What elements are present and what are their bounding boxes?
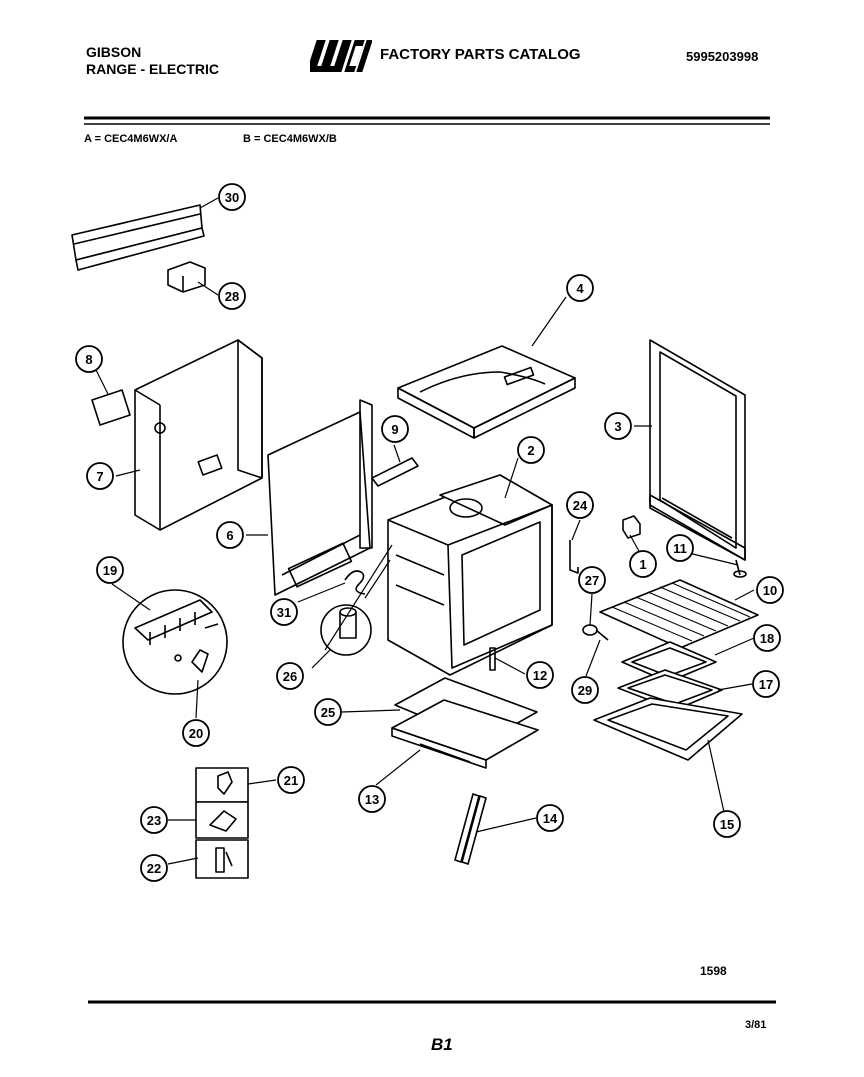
svg-text:29: 29 bbox=[578, 683, 592, 698]
svg-text:10: 10 bbox=[763, 583, 777, 598]
callout-27: 27 bbox=[578, 566, 606, 594]
svg-text:28: 28 bbox=[225, 289, 239, 304]
svg-text:7: 7 bbox=[96, 469, 103, 484]
svg-text:31: 31 bbox=[277, 605, 291, 620]
part-back-trim bbox=[71, 204, 205, 271]
part-cooktop bbox=[397, 345, 576, 439]
part-oven-rack bbox=[599, 579, 759, 649]
svg-text:15: 15 bbox=[720, 817, 734, 832]
callout-22: 22 bbox=[140, 854, 168, 882]
callout-26: 26 bbox=[276, 662, 304, 690]
callout-19: 19 bbox=[96, 556, 124, 584]
catalog-title: FACTORY PARTS CATALOG bbox=[380, 46, 581, 63]
part-box-23 bbox=[195, 801, 249, 839]
svg-text:4: 4 bbox=[576, 281, 584, 296]
callout-8: 8 bbox=[75, 345, 103, 373]
callout-10: 10 bbox=[756, 576, 784, 604]
part-drawer-liner bbox=[593, 697, 743, 761]
part-box-21 bbox=[195, 767, 249, 803]
svg-text:1: 1 bbox=[639, 557, 646, 572]
part-screw bbox=[733, 559, 747, 578]
callout-29: 29 bbox=[571, 676, 599, 704]
header-rules bbox=[84, 116, 770, 125]
callout-1: 1 bbox=[629, 550, 657, 578]
svg-text:24: 24 bbox=[573, 498, 588, 513]
callout-23: 23 bbox=[140, 806, 168, 834]
callout-6: 6 bbox=[216, 521, 244, 549]
callout-3: 3 bbox=[604, 412, 632, 440]
svg-text:17: 17 bbox=[759, 677, 773, 692]
callout-28: 28 bbox=[218, 282, 246, 310]
callout-7: 7 bbox=[86, 462, 114, 490]
callout-18: 18 bbox=[753, 624, 781, 652]
callouts: 30 28 8 7 6 9 4 2 3 24 1 11 10 27 18 17 … bbox=[75, 183, 784, 882]
callout-13: 13 bbox=[358, 785, 386, 813]
callout-25: 25 bbox=[314, 698, 342, 726]
wci-logo bbox=[310, 40, 372, 72]
part-hinge bbox=[454, 793, 487, 865]
svg-text:9: 9 bbox=[391, 422, 398, 437]
leader-lines bbox=[91, 197, 755, 865]
model-b-label: B = CEC4M6WX/B bbox=[243, 133, 337, 145]
svg-text:21: 21 bbox=[284, 773, 298, 788]
part-hinge-clip bbox=[569, 540, 579, 574]
callout-24: 24 bbox=[566, 491, 594, 519]
svg-text:27: 27 bbox=[585, 573, 599, 588]
part-oven-body bbox=[387, 474, 553, 676]
part-door-hardware bbox=[582, 624, 609, 641]
svg-text:2: 2 bbox=[527, 443, 534, 458]
catalog-part-number: 5995203998 bbox=[686, 49, 759, 64]
part-latch bbox=[622, 515, 641, 539]
callout-9: 9 bbox=[381, 415, 409, 443]
part-bracket bbox=[167, 261, 206, 293]
figure-code: 1598 bbox=[700, 964, 727, 978]
svg-text:14: 14 bbox=[543, 811, 558, 826]
model-a-label: A = CEC4M6WX/A bbox=[84, 133, 178, 145]
part-side-panel bbox=[267, 399, 373, 596]
callout-12: 12 bbox=[526, 661, 554, 689]
callout-4: 4 bbox=[566, 274, 594, 302]
part-side-bracket bbox=[371, 457, 419, 487]
callout-15: 15 bbox=[713, 810, 741, 838]
callout-11: 11 bbox=[666, 534, 694, 562]
callout-30: 30 bbox=[218, 183, 246, 211]
svg-text:13: 13 bbox=[365, 792, 379, 807]
part-rear-panel bbox=[134, 339, 263, 531]
svg-text:6: 6 bbox=[226, 528, 233, 543]
svg-text:19: 19 bbox=[103, 563, 117, 578]
part-storage-drawer bbox=[391, 699, 539, 769]
part-cover-plate bbox=[91, 389, 131, 426]
svg-text:11: 11 bbox=[673, 541, 687, 556]
svg-text:22: 22 bbox=[147, 861, 161, 876]
callout-31: 31 bbox=[270, 598, 298, 626]
callout-14: 14 bbox=[536, 804, 564, 832]
callout-21: 21 bbox=[277, 766, 305, 794]
svg-text:18: 18 bbox=[760, 631, 774, 646]
svg-text:30: 30 bbox=[225, 190, 239, 205]
svg-text:8: 8 bbox=[85, 352, 92, 367]
svg-text:23: 23 bbox=[147, 813, 161, 828]
callout-2: 2 bbox=[517, 436, 545, 464]
callout-20: 20 bbox=[182, 719, 210, 747]
svg-text:26: 26 bbox=[283, 669, 297, 684]
product-line: RANGE - ELECTRIC bbox=[86, 61, 219, 77]
svg-text:20: 20 bbox=[189, 726, 203, 741]
svg-text:3: 3 bbox=[614, 419, 621, 434]
brand-name: GIBSON bbox=[86, 44, 142, 60]
svg-text:25: 25 bbox=[321, 705, 335, 720]
page-label: B1 bbox=[431, 1035, 453, 1054]
detail-terminal-block bbox=[122, 589, 228, 695]
svg-text:12: 12 bbox=[533, 668, 547, 683]
detail-fuse bbox=[320, 604, 372, 656]
callout-17: 17 bbox=[752, 670, 780, 698]
part-door-frame bbox=[649, 339, 746, 561]
part-wire-clip bbox=[344, 570, 366, 595]
part-box-22 bbox=[195, 839, 249, 879]
revision-date: 3/81 bbox=[745, 1019, 767, 1031]
part-pin bbox=[489, 647, 496, 671]
